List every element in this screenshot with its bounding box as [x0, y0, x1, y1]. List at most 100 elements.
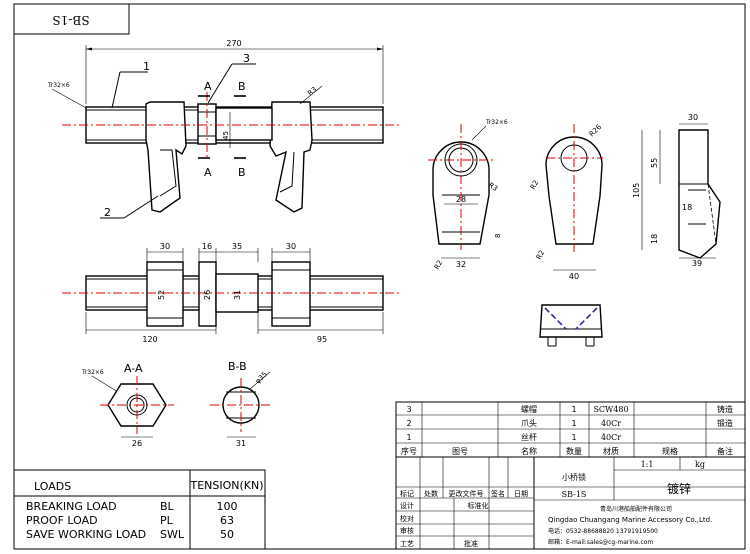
front-dim-26: 26: [203, 290, 212, 300]
company-en: Qingdao Chuangang Marine Accessory Co.,L…: [548, 516, 712, 524]
load-row-1-value: 100: [217, 500, 238, 513]
nut-left-dim-28: 28: [456, 195, 466, 204]
load-row-3-name: SAVE WORKING LOAD: [26, 528, 146, 541]
section-aa-width: 26: [132, 439, 142, 448]
nut-right-dim-105: 105: [632, 183, 641, 198]
sign-col-approve: 批准: [464, 539, 478, 548]
front-dim-30-left: 30: [160, 242, 170, 251]
main-view: 270 Tr32×6 1 3 A: [47, 39, 400, 219]
bom-row-2-no: 2: [406, 419, 411, 428]
section-letter-a-bottom: A: [204, 166, 212, 179]
product-name: 小桥锁: [562, 472, 586, 482]
drawing-code-box: SB-1S: [13, 3, 130, 35]
bom-row-2-qty: 1: [571, 419, 576, 428]
bom-header-spec: 规格: [662, 446, 678, 456]
front-dim-30-right: 30: [286, 242, 296, 251]
bom-table: 3 螺帽 1 SCW480 铸造 2 爪头 1 40Cr 锻造 1 丝杆 1 4…: [395, 401, 746, 458]
weight-unit: kg: [695, 460, 705, 469]
sign-row-review: 审核: [400, 526, 414, 535]
nut-right-dim-30: 30: [688, 113, 698, 122]
bom-row-1-remark: 铸造: [717, 404, 733, 414]
balloon-2: 2: [104, 206, 111, 219]
title-block: 标记 处数 更改文件号 签名 日期 设计 校对 审核 工艺 标准化 批准 小桥锁…: [395, 456, 746, 550]
finish: 镀锌: [667, 482, 691, 496]
load-row-2-value: 63: [220, 514, 234, 527]
bom-row-2-material: 40Cr: [601, 419, 621, 428]
front-dim-52: 52: [157, 290, 166, 300]
bom-header-no: 序号: [401, 446, 417, 456]
nut-right-dim-39: 39: [692, 259, 702, 268]
balloon-3: 3: [243, 52, 250, 65]
bom-header-remark: 备注: [717, 446, 733, 456]
section-a-a: A-A Tr32×6 26: [81, 362, 174, 448]
section-letter-a-top: A: [204, 80, 212, 93]
nut-mid-r2-b: R2: [535, 249, 547, 261]
nut-view-left: Tr32×6 28 8 32 R3 R2: [428, 119, 508, 271]
load-row-2-name: PROOF LOAD: [26, 514, 98, 527]
bom-row-2-name: 爪头: [521, 418, 537, 428]
section-aa-label: A-A: [124, 362, 143, 375]
company-email: 邮箱：E-mail:sales@cg-marine.com: [548, 538, 653, 546]
front-dim-35: 35: [232, 242, 242, 251]
bom-row-3-name: 丝杆: [521, 432, 537, 442]
bom-row-1-no: 3: [406, 405, 411, 414]
sign-col-standard: 标准化: [468, 501, 489, 510]
front-dim-16: 16: [202, 242, 212, 251]
dim-45: 45: [222, 131, 230, 140]
sign-row-check: 校对: [400, 514, 414, 523]
company-cn: 青岛川港船舶配件有限公司: [600, 505, 672, 513]
tension-header: TENSION(KN): [189, 479, 263, 492]
nut-left-dim-32: 32: [456, 260, 466, 269]
bom-row-1-material: SCW480: [593, 405, 628, 414]
rev-header-count: 处数: [424, 489, 438, 498]
load-row-3-code: SWL: [160, 528, 185, 541]
bom-row-1-name: 螺帽: [521, 404, 537, 414]
nut-mid-r26: R26: [588, 123, 604, 139]
nut-view-right: 30 55 105 18 18 39: [632, 113, 721, 268]
bom-row-1-qty: 1: [571, 405, 576, 414]
balloon-1: 1: [143, 60, 150, 73]
nut-plan-view: [539, 304, 603, 347]
nut-view-mid: R26 R2 R2 40: [529, 123, 604, 281]
loads-header: LOADS: [34, 480, 71, 493]
main-r3: R3: [306, 85, 318, 97]
section-bb-dia: φ35: [254, 370, 269, 385]
bom-header-material: 材质: [603, 446, 619, 456]
rev-header-date: 日期: [514, 490, 528, 498]
nut-mid-r2-a: R2: [529, 179, 541, 191]
load-row-3-value: 50: [220, 528, 234, 541]
section-bb-label: B-B: [228, 360, 247, 373]
sign-row-process: 工艺: [400, 540, 414, 548]
company-phone: 电话：0532-88688820 13791919500: [548, 527, 658, 535]
section-letter-b-top: B: [238, 80, 246, 93]
drawing-frame: [13, 3, 746, 550]
scale-value: 1:1: [641, 460, 654, 469]
section-b-b: B-B φ35 31: [210, 360, 272, 448]
front-dim-31: 31: [233, 290, 242, 300]
front-dim-120: 120: [142, 335, 157, 344]
loads-table: LOADS TENSION(KN) BREAKING LOAD BL 100 P…: [13, 469, 266, 550]
nut-left-r2: R2: [433, 259, 445, 271]
bom-header-drawing: 图号: [452, 447, 468, 456]
rev-header-file: 更改文件号: [449, 489, 484, 498]
drawing-code: SB-1S: [52, 13, 89, 27]
front-dim-95: 95: [317, 335, 327, 344]
load-row-1-name: BREAKING LOAD: [26, 500, 117, 513]
bom-row-3-material: 40Cr: [601, 433, 621, 442]
nut-right-dim-18-a: 18: [682, 203, 692, 212]
nut-right-dim-18-b: 18: [650, 234, 659, 244]
bom-row-2-remark: 锻造: [717, 418, 733, 428]
bom-header-qty: 数量: [566, 446, 582, 456]
overall-length-dim: 270: [226, 39, 241, 48]
bom-row-3-no: 1: [406, 433, 411, 442]
rev-header-mark: 标记: [400, 489, 414, 498]
section-letter-b-bottom: B: [238, 166, 246, 179]
nut-mid-width: 40: [569, 272, 579, 281]
load-row-1-code: BL: [160, 500, 175, 513]
nut-left-thread: Tr32×6: [485, 119, 508, 126]
nut-right-dim-55: 55: [650, 158, 659, 168]
bom-header-name: 名称: [521, 446, 537, 456]
drawing-no: SB-1S: [562, 490, 587, 499]
load-row-2-code: PL: [160, 514, 174, 527]
